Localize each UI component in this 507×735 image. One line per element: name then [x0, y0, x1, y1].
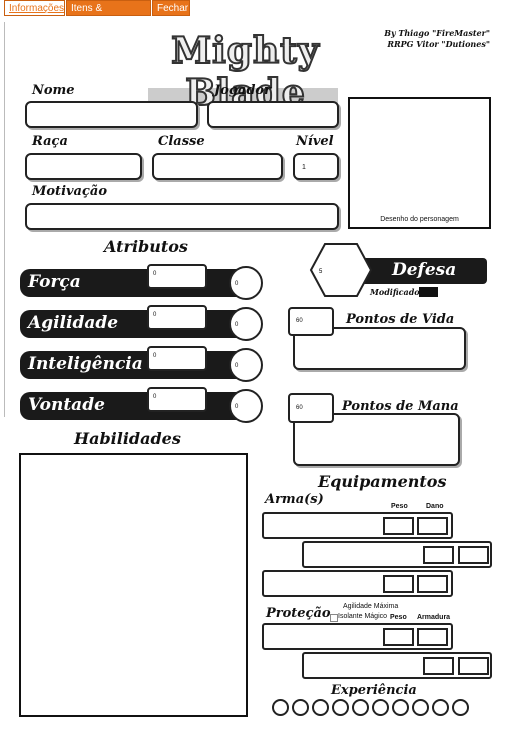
attr-agilidade: Agilidade	[20, 310, 248, 338]
arma-2-dano[interactable]	[458, 546, 489, 564]
protecao-2-armadura[interactable]	[458, 657, 489, 675]
equipamentos-title: Equipamentos	[318, 472, 447, 491]
vida-value: 60	[296, 318, 303, 324]
atributos-title: Atributos	[104, 237, 188, 256]
defesa-bar: Defesa	[352, 258, 487, 284]
agilidade-mod-value: 0	[235, 322, 239, 328]
label-nivel: Nível	[296, 134, 334, 149]
arma-1-peso[interactable]	[383, 517, 414, 535]
label-motivacao: Motivação	[32, 184, 107, 199]
xp-circle-1[interactable]	[272, 699, 289, 716]
label-raca: Raça	[32, 134, 68, 149]
portrait-box[interactable]: Desenho do personagem	[348, 97, 491, 229]
nivel-value: 1	[302, 164, 306, 171]
defesa-modificador-input[interactable]	[419, 287, 438, 297]
xp-circle-10[interactable]	[452, 699, 469, 716]
isolante-checkbox[interactable]	[330, 614, 338, 622]
credit-author: By Thiago "FireMaster"	[384, 28, 490, 38]
nivel-input[interactable]: 1	[293, 153, 339, 180]
experiencia-label: Experiência	[331, 683, 417, 698]
attr-inteligencia: Inteligência	[20, 351, 248, 379]
xp-circle-6[interactable]	[372, 699, 389, 716]
protecao-1-armadura[interactable]	[417, 628, 448, 646]
xp-circle-4[interactable]	[332, 699, 349, 716]
inteligencia-mod-value: 0	[235, 363, 239, 369]
vontade-mod-value: 0	[235, 404, 239, 410]
vontade-mod[interactable]: 0	[229, 389, 263, 423]
attr-vontade-label: Vontade	[28, 395, 105, 415]
tab-fechar[interactable]: Fechar	[152, 0, 190, 16]
vida-title: Pontos de Vida	[346, 312, 455, 327]
label-jogador: Jogador	[214, 83, 271, 98]
protecao-peso-header: Peso	[390, 614, 407, 621]
logo: Mighty Blade	[148, 24, 343, 115]
attr-inteligencia-label: Inteligência	[28, 354, 143, 374]
defesa-modificador-label: Modificador	[370, 287, 424, 297]
attr-vontade: Vontade	[20, 392, 248, 420]
agilidade-maxima-label: Agilidade Máxima	[343, 603, 399, 610]
habilidades-title: Habilidades	[74, 429, 181, 448]
inteligencia-mod[interactable]: 0	[229, 348, 263, 382]
armas-dano-header: Dano	[426, 503, 444, 510]
attr-forca: Força	[20, 269, 248, 297]
armas-peso-header: Peso	[391, 503, 408, 510]
defesa-hexagon[interactable]: 5	[309, 242, 373, 298]
attr-agilidade-label: Agilidade	[28, 313, 119, 333]
isolante-label: Isolante Mágico	[338, 613, 388, 620]
jogador-input[interactable]	[207, 101, 339, 128]
arma-3-peso[interactable]	[383, 575, 414, 593]
mana-title: Pontos de Mana	[342, 399, 459, 414]
agilidade-value: 0	[153, 312, 157, 318]
habilidades-textarea[interactable]	[19, 453, 248, 717]
xp-circle-7[interactable]	[392, 699, 409, 716]
protecao-2-peso[interactable]	[423, 657, 454, 675]
arma-3-input[interactable]	[262, 570, 453, 597]
vida-input[interactable]: 60	[288, 307, 334, 336]
forca-value: 0	[153, 271, 157, 277]
label-classe: Classe	[158, 134, 205, 149]
inteligencia-value: 0	[153, 353, 157, 359]
tab-informacoes[interactable]: Informações	[4, 0, 65, 16]
agilidade-mod[interactable]: 0	[229, 307, 263, 341]
xp-circle-8[interactable]	[412, 699, 429, 716]
protecao-label: Proteção	[266, 606, 331, 621]
motivacao-input[interactable]	[25, 203, 339, 230]
mana-value: 60	[296, 405, 303, 411]
forca-mod[interactable]: 0	[229, 266, 263, 300]
arma-3-dano[interactable]	[417, 575, 448, 593]
mana-input[interactable]: 60	[288, 393, 334, 423]
protecao-armadura-header: Armadura	[417, 614, 451, 621]
attr-forca-label: Força	[28, 272, 81, 292]
arma-1-input[interactable]	[262, 512, 453, 539]
protecao-1-peso[interactable]	[383, 628, 414, 646]
xp-circle-9[interactable]	[432, 699, 449, 716]
forca-mod-value: 0	[235, 281, 239, 287]
arma-1-dano[interactable]	[417, 517, 448, 535]
xp-circle-2[interactable]	[292, 699, 309, 716]
inteligencia-value-input[interactable]: 0	[147, 346, 207, 371]
classe-input[interactable]	[152, 153, 283, 180]
tab-itens-anotacoes[interactable]: Itens & Anotações	[66, 0, 151, 30]
forca-value-input[interactable]: 0	[147, 264, 207, 289]
credit-rrpg: RRPG Vitor "Dutiones"	[387, 39, 490, 49]
xp-circle-3[interactable]	[312, 699, 329, 716]
defesa-value: 5	[319, 269, 323, 275]
vontade-value: 0	[153, 394, 157, 400]
left-border	[4, 22, 5, 417]
vontade-value-input[interactable]: 0	[147, 387, 207, 412]
agilidade-value-input[interactable]: 0	[147, 305, 207, 330]
xp-circle-5[interactable]	[352, 699, 369, 716]
defesa-label: Defesa	[392, 260, 457, 280]
armas-label: Arma(s)	[265, 492, 324, 507]
portrait-caption: Desenho do personagem	[380, 216, 459, 223]
raca-input[interactable]	[25, 153, 142, 180]
arma-2-peso[interactable]	[423, 546, 454, 564]
arma-2-input[interactable]	[302, 541, 492, 568]
credits: By Thiago "FireMaster" RRPG Vitor "Dutio…	[380, 28, 490, 50]
label-nome: Nome	[32, 83, 75, 98]
protecao-1-input[interactable]	[262, 623, 453, 650]
nome-input[interactable]	[25, 101, 198, 128]
protecao-2-input[interactable]	[302, 652, 492, 679]
